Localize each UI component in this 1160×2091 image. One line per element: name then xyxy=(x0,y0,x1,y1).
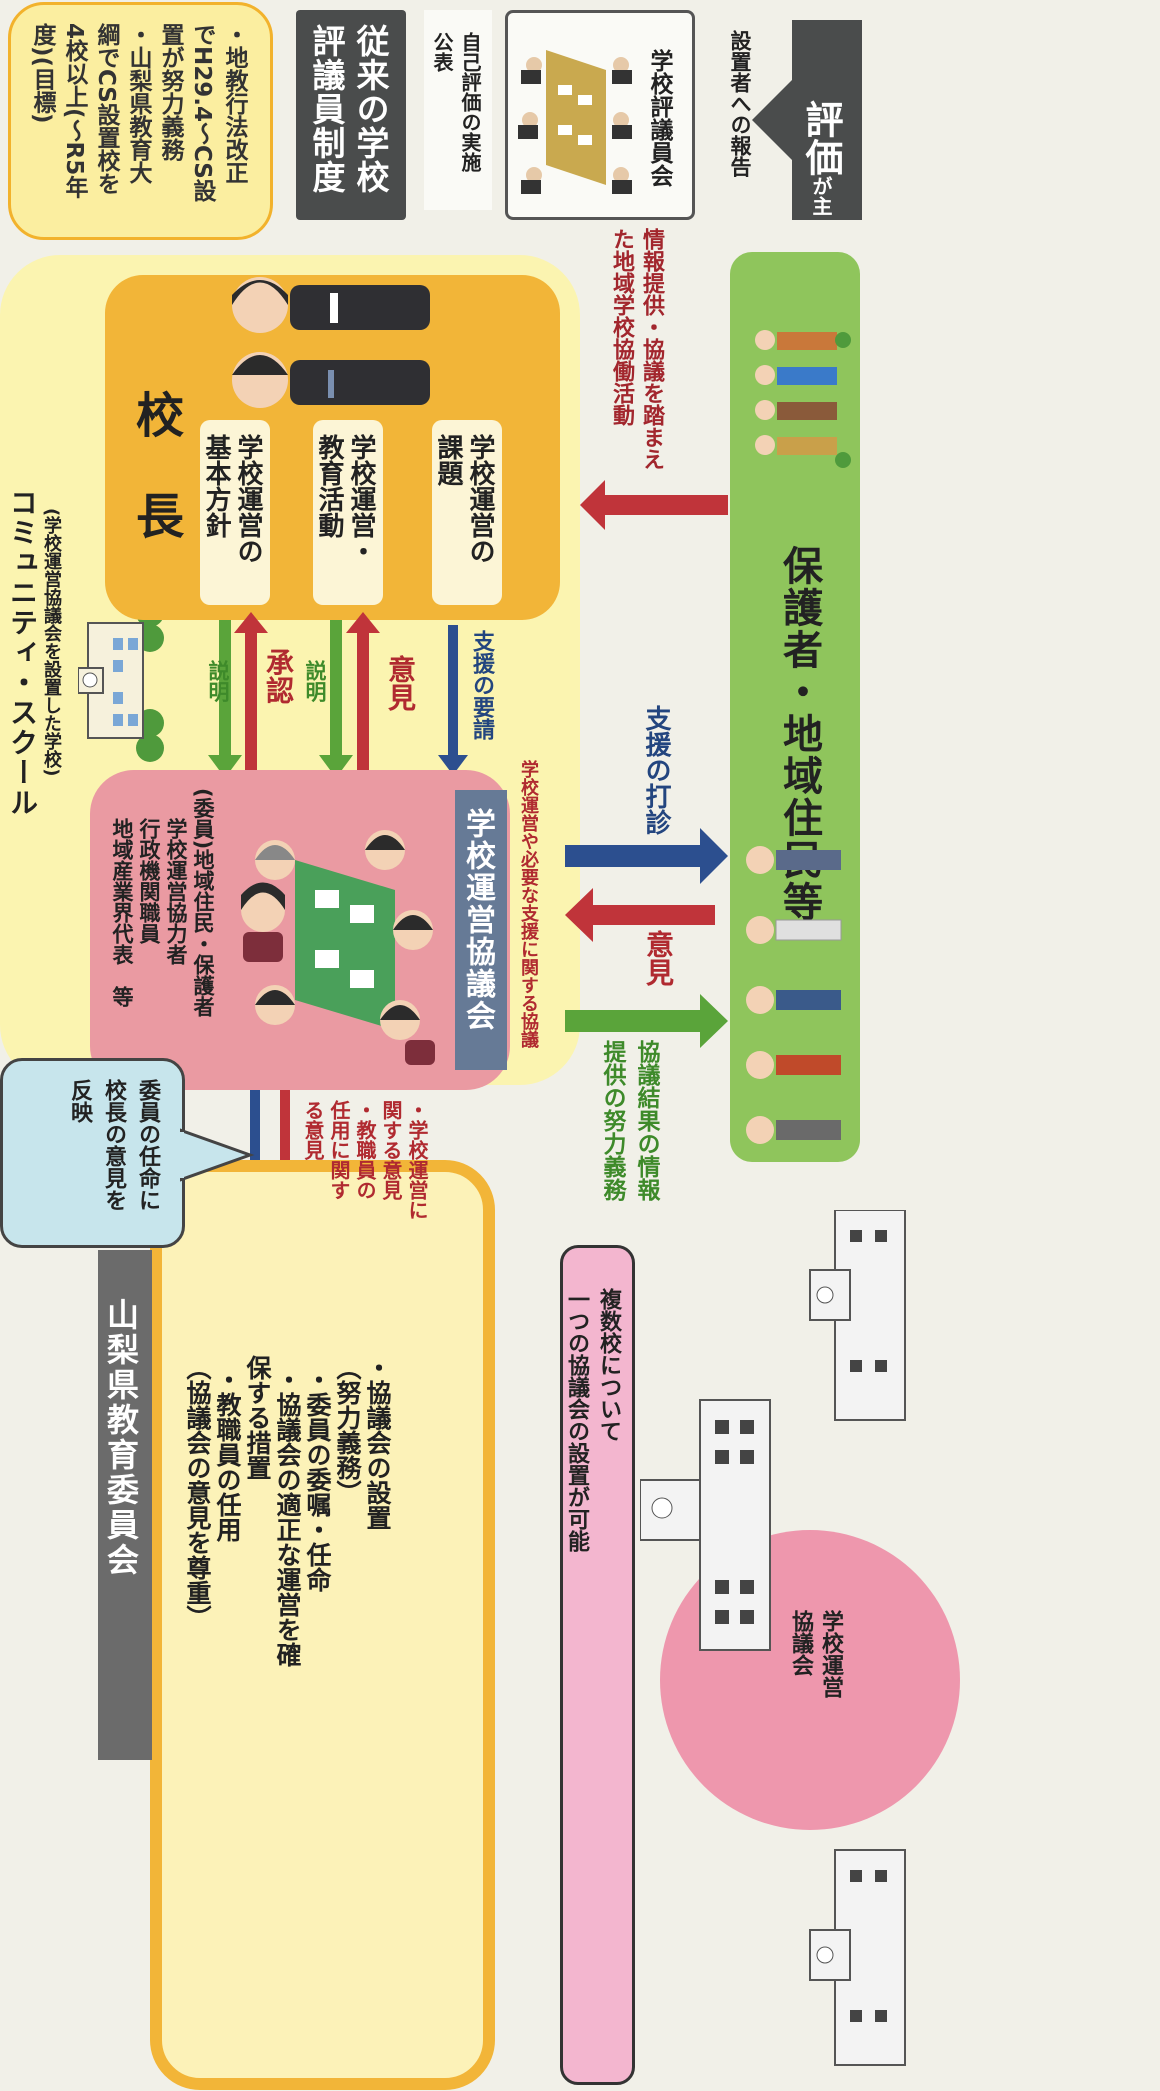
residents-info-arrow xyxy=(600,495,728,515)
school-council-box: 学校評議員会 xyxy=(505,10,695,220)
board-item: ・協議会の適正な運営を確 xyxy=(273,1367,302,1667)
support-request-arrow xyxy=(448,625,458,760)
multi-school-council-label: 学校運営 協議会 xyxy=(785,1610,845,1698)
board-appoint-arrow xyxy=(250,1080,260,1202)
council-member-line: 行政機関職員 xyxy=(137,818,161,944)
council-name: 学校運営協議会 xyxy=(460,808,495,1032)
multi-school-council-line: 協議会 xyxy=(788,1610,813,1676)
board-item: ・協議会の設置 xyxy=(363,1355,392,1530)
multi-school-note: 複数校について 一つの協議会の設置が可能 xyxy=(560,1245,635,2085)
explain-arrow-2 xyxy=(330,620,342,760)
evaluation-label: 評価 xyxy=(799,100,843,176)
board-item: ・委員の委嘱・任命 xyxy=(303,1367,332,1592)
principal-activities-line: 学校運営・ xyxy=(346,434,376,564)
evaluation-house: 評価が主 xyxy=(752,20,862,220)
support-request-label: 支援の要請 xyxy=(469,630,494,740)
council-note: 学校運営や必要な支援に関する協議 xyxy=(518,760,539,1048)
result-info-line: 協議結果の情報 xyxy=(633,1040,659,1201)
approve-label: 承認 xyxy=(262,648,295,704)
council-opinion-text: ・学校運営に 関する意見 ・教職員の 任用に関す る意見 xyxy=(300,1100,430,1220)
residents-activity-line: 情報提供・協議を踏まえ xyxy=(639,228,664,470)
principal-activities-box: 学校運営・ 教育活動 xyxy=(313,420,383,605)
support-consult-arrow xyxy=(565,845,705,867)
report-label: 設置者への報告 xyxy=(728,30,752,177)
target-line: 置が努力義務 xyxy=(157,23,183,161)
support-consult-label: 支援の打診 xyxy=(641,705,671,835)
multi-school-line: 複数校について xyxy=(596,1288,621,1442)
opinion-arrow xyxy=(357,628,369,773)
school-council-label: 学校評議員会 xyxy=(646,49,672,187)
board-item: （協議会の意見を尊重） xyxy=(183,1355,212,1630)
multi-school-line: 一つの協議会の設置が可能 xyxy=(564,1288,589,1552)
target-line: ・地教行法改正 xyxy=(221,23,247,184)
board-box xyxy=(150,1160,495,2090)
principal-policy-box: 学校運営の 基本方針 xyxy=(200,420,270,605)
result-info-arrow xyxy=(565,1010,705,1032)
council-opinion-line: る意見 xyxy=(301,1100,325,1160)
council-name-box: 学校運営協議会 xyxy=(455,790,507,1070)
bubble-line: 委員の任命に xyxy=(135,1079,160,1211)
old-system-title-line: 従来の学校 xyxy=(351,24,390,194)
approve-arrow xyxy=(245,628,257,773)
council-opinion-arrow xyxy=(280,1058,290,1183)
council-members: (委員)地域住民・保護者 学校運営協力者 行政機関職員 地域産業界代表 等 xyxy=(108,788,216,1078)
result-info-label: 協議結果の情報 提供の努力義務 xyxy=(595,1040,663,1201)
principals-illustration xyxy=(232,277,430,408)
residents-activity-line: た地域学校協働活動 xyxy=(609,228,634,426)
self-eval-line: 自己評価の実施 xyxy=(458,32,482,172)
council-meeting-illustration xyxy=(241,830,435,1065)
board-items: ・協議会の設置 （努力義務） ・委員の委嘱・任命 ・協議会の適正な運営を確 保す… xyxy=(182,1355,392,2075)
opinion-label: 意見 xyxy=(384,655,417,711)
board-item: （努力義務） xyxy=(333,1355,362,1505)
explain-arrow-1 xyxy=(219,620,231,760)
residents-community-illustration xyxy=(755,330,851,468)
council-opinion-line: 関する意見 xyxy=(379,1100,403,1200)
residents-activity: 情報提供・協議を踏まえ た地域学校協働活動 xyxy=(606,228,666,470)
council-member-line: 地域産業界代表 等 xyxy=(110,818,134,1007)
speech-bubble-tail xyxy=(180,1128,255,1182)
principal-activities-line: 教育活動 xyxy=(314,434,344,538)
community-school-subtitle: (学校運営協議会を設置した学校) xyxy=(41,508,62,777)
community-school-title: コミュニティ・スクール xyxy=(6,488,39,818)
council-opinion-line: ・教職員の xyxy=(353,1100,377,1200)
board-title-box: 山梨県教育委員会 xyxy=(98,1250,152,1760)
council-opinion-line: 任用に関す xyxy=(327,1100,351,1200)
principal-issues-line: 課題 xyxy=(433,434,463,486)
residents-people-illustration xyxy=(746,846,842,1144)
bubble-line: 反映 xyxy=(67,1079,92,1123)
principal-title: 校 長 xyxy=(127,390,183,557)
principal-issues-line: 学校運営の xyxy=(465,434,495,564)
meeting-illustration xyxy=(518,50,632,194)
target-note-text: ・地教行法改正 でH29.4〜CS設 置が努力義務 ・山梨県教育大 綱でCS設置… xyxy=(26,23,250,228)
speech-bubble: 委員の任命に 校長の意見を 反映 xyxy=(0,1058,185,1248)
target-line: 度)(目標) xyxy=(29,23,55,124)
target-line: 4校以上(〜R5年 xyxy=(61,23,87,199)
explain-label-2: 説明 xyxy=(303,660,327,702)
result-info-line: 提供の努力義務 xyxy=(599,1040,625,1201)
target-line: でH29.4〜CS設 xyxy=(189,23,215,202)
self-eval-line: 公表 xyxy=(430,32,454,72)
target-line: 綱でCS設置校を xyxy=(93,23,119,195)
principal-issues-box: 学校運営の 課題 xyxy=(432,420,502,605)
target-line: ・山梨県教育大 xyxy=(125,23,151,184)
council-opinion-line: ・学校運営に xyxy=(405,1100,429,1220)
evaluation-small: が主 xyxy=(809,176,833,216)
multi-school-council-line: 学校運営 xyxy=(818,1610,843,1698)
residents-opinion-label: 意見 xyxy=(642,930,675,986)
self-eval-box: 自己評価の実施 公表 xyxy=(424,10,492,210)
explain-label-1: 説明 xyxy=(206,660,230,702)
board-title: 山梨県教育委員会 xyxy=(102,1298,140,1578)
old-system-title-line: 評議員制度 xyxy=(307,24,346,194)
old-system-title: 従来の学校 評議員制度 xyxy=(296,10,406,220)
principal-policy-line: 学校運営の xyxy=(233,434,263,564)
residents-opinion-arrow xyxy=(590,905,715,925)
board-item: ・教職員の任用 xyxy=(213,1367,242,1542)
council-member-line: 学校運営協力者 xyxy=(164,818,188,965)
principal-policy-line: 基本方針 xyxy=(201,434,231,538)
bubble-line: 校長の意見を xyxy=(101,1079,126,1211)
target-note-box: ・地教行法改正 でH29.4〜CS設 置が努力義務 ・山梨県教育大 綱でCS設置… xyxy=(8,2,273,240)
multi-school-illustration xyxy=(640,1210,960,2066)
council-member-line: (委員)地域住民・保護者 xyxy=(191,788,215,1018)
board-item: 保する措置 xyxy=(243,1355,272,1480)
